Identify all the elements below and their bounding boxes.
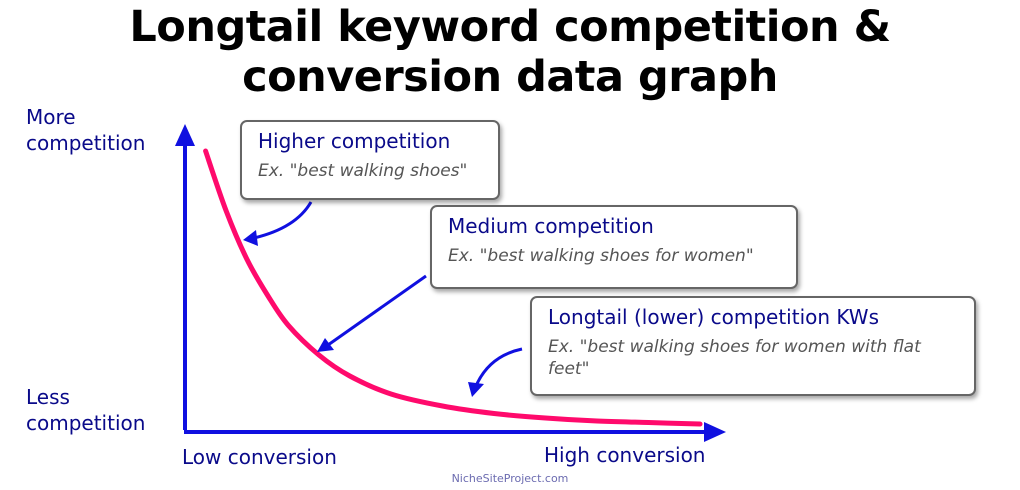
x-axis-left-label: Low conversion bbox=[182, 445, 337, 469]
y-axis-top-label-line-1: More bbox=[26, 105, 76, 129]
callout-higher-competition: Higher competition Ex. "best walking sho… bbox=[240, 120, 500, 200]
callout-medium-competition: Medium competition Ex. "best walking sho… bbox=[430, 205, 798, 289]
callout-arrowhead-higher bbox=[243, 230, 258, 246]
callout-longtail-example: Ex. "best walking shoes for women with f… bbox=[548, 337, 921, 379]
x-axis-right-label: High conversion bbox=[544, 443, 706, 467]
y-axis-bottom-label-line-2: competition bbox=[26, 411, 146, 435]
chart-title: Longtail keyword competition & conversio… bbox=[0, 2, 1020, 102]
callout-arrow-medium bbox=[327, 274, 427, 347]
x-axis-arrowhead bbox=[704, 422, 726, 442]
competition-curve bbox=[203, 148, 703, 427]
site-credit: NicheSiteProject.com bbox=[451, 472, 569, 485]
title-line-2: conversion data graph bbox=[242, 52, 778, 102]
callout-arrow-longtail bbox=[474, 347, 523, 387]
callout-arrows bbox=[243, 201, 523, 397]
callout-longtail-title: Longtail (lower) competition KWs bbox=[548, 305, 879, 329]
y-axis-top-label: More competition bbox=[26, 104, 145, 156]
callout-medium-example: Ex. "best walking shoes for women" bbox=[448, 246, 754, 266]
callout-higher-example: Ex. "best walking shoes" bbox=[258, 161, 468, 181]
callout-medium-title: Medium competition bbox=[448, 214, 654, 238]
title-line-1: Longtail keyword competition & bbox=[129, 2, 891, 52]
callout-longtail-competition: Longtail (lower) competition KWs Ex. "be… bbox=[530, 296, 976, 396]
callout-arrow-higher bbox=[253, 201, 313, 240]
callout-higher-title: Higher competition bbox=[258, 129, 451, 153]
y-axis-arrowhead bbox=[175, 124, 195, 146]
callout-arrowhead-medium bbox=[317, 338, 334, 352]
y-axis-bottom-label-line-1: Less bbox=[26, 385, 70, 409]
y-axis-top-label-line-2: competition bbox=[26, 131, 146, 155]
callout-arrowhead-longtail bbox=[468, 382, 484, 397]
y-axis-bottom-label: Less competition bbox=[26, 384, 145, 436]
